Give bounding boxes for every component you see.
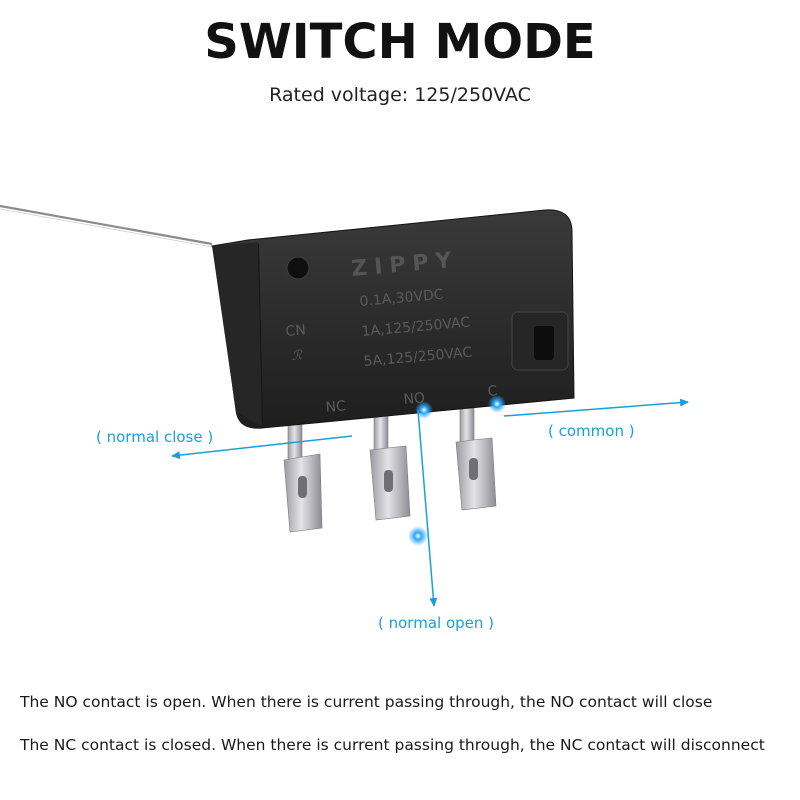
lever-wire [0, 204, 213, 246]
terminal-label-nc: NC [325, 398, 347, 416]
rating-line: 0.1A,30VDC [359, 287, 445, 310]
common-arrow [503, 398, 689, 417]
rated-voltage-subtitle: Rated voltage: 125/250VAC [269, 84, 531, 106]
terminal-no [369, 409, 411, 521]
normal-open-glow [408, 526, 428, 546]
c-contact-glow [488, 395, 506, 413]
switch-body: ZIPPY CN ℛ 0.1A,30VDC 1A,125/250VAC 5A,1… [210, 209, 575, 429]
normal-open-label: ( normal open ) [378, 614, 495, 632]
terminal-c [455, 401, 497, 511]
terminal-nc [283, 413, 323, 533]
normal-close-arrow [171, 435, 353, 460]
normal-close-label: ( normal close ) [96, 428, 214, 446]
common-label: ( common ) [548, 422, 635, 440]
no-contact-glow [415, 401, 433, 419]
no-contact-note: The NO contact is open. When there is cu… [20, 693, 713, 711]
normal-open-arrow [417, 409, 438, 607]
nc-contact-note: The NC contact is closed. When there is … [20, 736, 765, 754]
ul-mark: ℛ [291, 348, 304, 364]
terminal-label-c: C [487, 383, 498, 400]
page-title: SWITCH MODE [204, 14, 596, 70]
cert-mark-cn: CN [285, 322, 307, 340]
